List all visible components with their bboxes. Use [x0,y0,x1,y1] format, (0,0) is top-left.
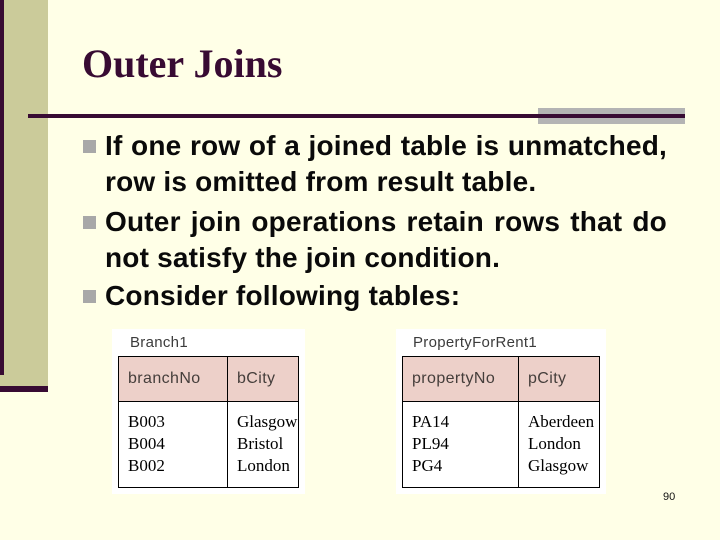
column-header: pCity [518,356,600,402]
table-cell: Glasgow [528,456,589,475]
slide-title: Outer Joins [82,41,283,86]
table-caption: PropertyForRent1 [413,334,538,351]
bullet-item: Consider following tables: [83,278,667,314]
table-cell: B003 [118,401,228,433]
page-number: 90 [663,491,676,503]
bullet-text: Consider following tables: [105,278,667,314]
bullet-line: row is omitted from result table. [105,166,537,197]
table-cell: London [237,456,290,475]
table-caption: Branch1 [130,334,188,351]
bullet-square-icon [83,140,96,153]
table-row: PG4 Glasgow [402,455,600,488]
table-cell: Glasgow [237,412,298,431]
table-cell: Aberdeen [528,412,595,431]
table-cell: B004 [118,433,228,455]
bullet-item: Outer join operations retain rows that d… [83,204,667,276]
column-header: propertyNo [402,356,519,402]
table-cell: Bristol [237,434,284,453]
table-row: B002 London [118,455,299,488]
bullet-line: not satisfy the join condition. [105,242,501,273]
table-row: B003 Glasgow [118,401,299,433]
bullet-line: Consider following tables: [105,280,461,311]
property-table: propertyNo pCity PA14 Aberdeen PL94 Lond… [402,356,600,488]
column-header: bCity [227,356,299,402]
table-row: PA14 Aberdeen [402,401,600,433]
table-cell: London [528,434,581,453]
bullet-item: If one row of a joined table is unmatche… [83,128,667,200]
bullet-square-icon [83,216,96,229]
table-row: PL94 London [402,433,600,455]
table-cell: B002 [118,455,228,488]
bullet-line: If one row of a joined table is unmatche… [105,130,667,161]
branch-table-panel: Branch1 branchNo bCity B003 Glasgow B004… [112,329,305,494]
table-row: B004 Bristol [118,433,299,455]
table-cell: PL94 [402,433,519,455]
left-accent-underline [0,386,48,392]
left-accent-line [0,0,4,375]
title-rule [28,114,685,118]
bullet-text: Outer join operations retain rows that d… [105,204,667,276]
table-header-row: propertyNo pCity [402,356,600,402]
table-header-row: branchNo bCity [118,356,299,402]
column-header: branchNo [118,356,228,402]
table-cell: PG4 [402,455,519,488]
sidebar-decoration-band [0,0,48,386]
bullet-square-icon [83,290,96,303]
property-table-panel: PropertyForRent1 propertyNo pCity PA14 A… [396,329,606,494]
bullet-line: Outer join operations retain rows that d… [105,206,667,237]
bullet-text: If one row of a joined table is unmatche… [105,128,667,200]
table-cell: PA14 [402,401,519,433]
branch-table: branchNo bCity B003 Glasgow B004 Bristol… [118,356,299,488]
